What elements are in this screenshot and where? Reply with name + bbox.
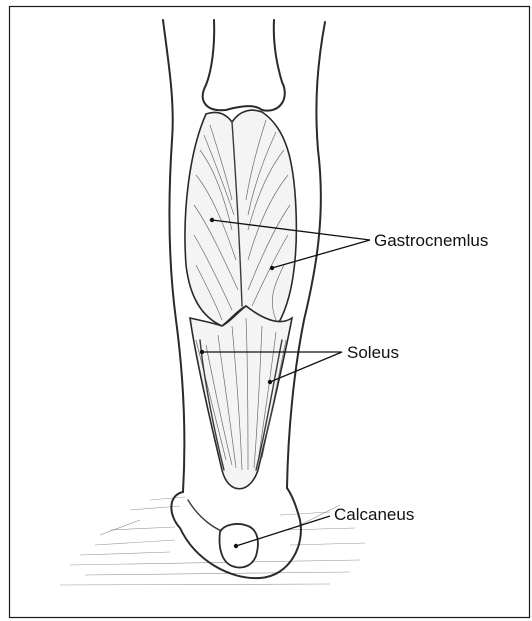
gastrocnemius-label: Gastrocnemlus bbox=[374, 231, 488, 250]
gastrocnemius-muscle bbox=[185, 110, 296, 326]
calcaneus-label: Calcaneus bbox=[334, 505, 414, 524]
soleus-muscle bbox=[190, 306, 292, 489]
soleus-label: Soleus bbox=[347, 343, 399, 362]
ground-shading bbox=[60, 497, 365, 585]
